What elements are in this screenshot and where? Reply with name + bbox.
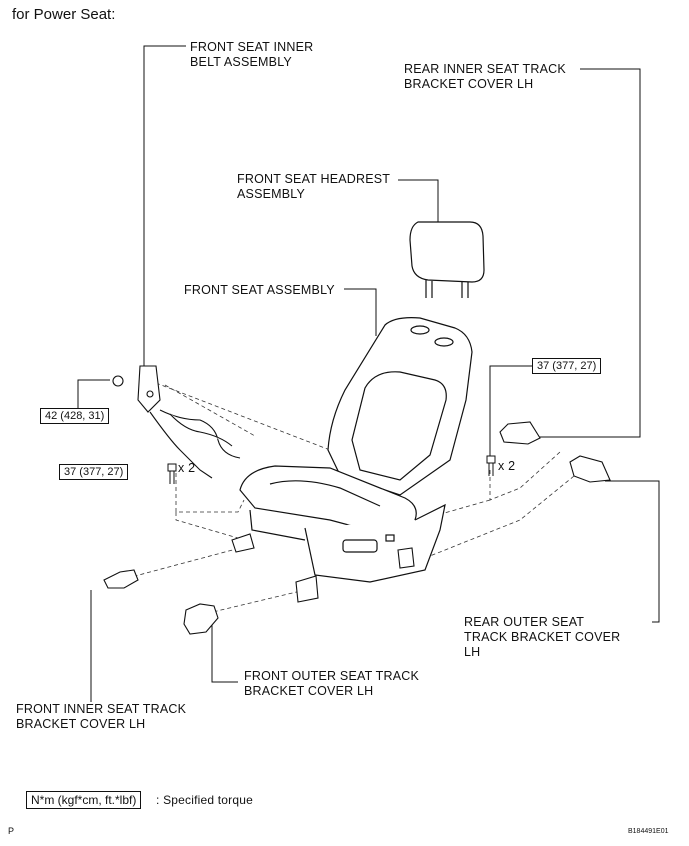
leader-rear-outer-cover xyxy=(605,480,660,623)
label-line: ASSEMBLY xyxy=(237,187,306,201)
front-outer-cover-shape xyxy=(183,603,219,635)
label-front-seat-assembly: FRONT SEAT ASSEMBLY xyxy=(184,283,335,298)
headrest-drawing xyxy=(409,221,485,298)
rear-inner-cover-shape xyxy=(499,421,541,445)
seat-back-drawing xyxy=(327,317,473,496)
label-front-seat-headrest: FRONT SEAT HEADREST ASSEMBLY xyxy=(237,172,390,202)
label-line: LH xyxy=(464,645,481,659)
torque-box-front-bolts: 37 (377, 27) xyxy=(59,464,129,480)
legend-text: : Specified torque xyxy=(156,793,253,807)
footer-figure-id: B184491E01 xyxy=(628,828,669,835)
label-line: FRONT OUTER SEAT TRACK xyxy=(244,669,420,683)
front-inner-cover-shape xyxy=(103,569,139,589)
multiplier-front-bolts: x 2 xyxy=(178,461,196,475)
torque-box-rear-bolts: 37 (377, 27) xyxy=(532,358,602,374)
leader-torque-belt xyxy=(77,379,110,408)
bolt-icons xyxy=(167,455,496,484)
label-line: REAR OUTER SEAT xyxy=(464,615,585,629)
label-line: BRACKET COVER LH xyxy=(16,717,146,731)
label-line: FRONT SEAT ASSEMBLY xyxy=(184,283,335,297)
label-front-inner-seat-track-cover: FRONT INNER SEAT TRACK BRACKET COVER LH xyxy=(16,702,186,732)
leader-rear-inner-cover xyxy=(538,68,641,438)
label-line: BELT ASSEMBLY xyxy=(190,55,292,69)
legend-unit-box: N*m (kgf*cm, ft.*lbf) xyxy=(26,791,142,809)
label-line: FRONT SEAT INNER xyxy=(190,40,314,54)
leader-headrest xyxy=(398,179,439,228)
label-rear-outer-seat-track-cover: REAR OUTER SEAT TRACK BRACKET COVER LH xyxy=(464,615,620,660)
leader-seat-assembly xyxy=(344,288,377,336)
multiplier-rear-bolts: x 2 xyxy=(498,459,516,473)
label-line: REAR INNER SEAT TRACK xyxy=(404,62,566,76)
leader-torque-rear xyxy=(489,365,600,458)
seat-rails-drawing xyxy=(231,533,415,603)
rear-outer-cover-shape xyxy=(569,455,611,483)
belt-buckle-drawing xyxy=(112,365,241,479)
label-front-outer-seat-track-cover: FRONT OUTER SEAT TRACK BRACKET COVER LH xyxy=(244,669,419,699)
label-front-seat-inner-belt: FRONT SEAT INNER BELT ASSEMBLY xyxy=(190,40,313,70)
bracket-covers-drawing xyxy=(103,421,611,635)
label-line: FRONT INNER SEAT TRACK xyxy=(16,702,187,716)
torque-box-belt-anchor: 42 (428, 31) xyxy=(40,408,110,424)
label-line: FRONT SEAT HEADREST xyxy=(237,172,391,186)
leader-front-outer-cover xyxy=(211,625,238,683)
label-line: BRACKET COVER LH xyxy=(244,684,374,698)
leader-inner-belt xyxy=(143,45,186,368)
label-line: BRACKET COVER LH xyxy=(404,77,534,91)
label-rear-inner-seat-track-cover: REAR INNER SEAT TRACK BRACKET COVER LH xyxy=(404,62,566,92)
page-heading: for Power Seat: xyxy=(12,6,116,23)
label-line: TRACK BRACKET COVER xyxy=(464,630,621,644)
footer-left-code: P xyxy=(8,826,15,836)
